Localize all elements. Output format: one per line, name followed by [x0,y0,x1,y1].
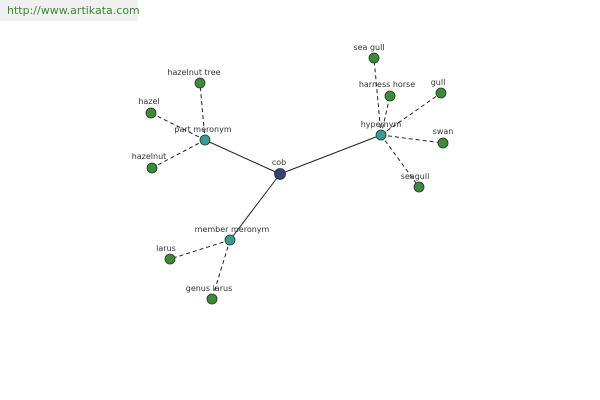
node-label-harness-horse[interactable]: harness horse [359,80,415,89]
node-label-sea-gull-top[interactable]: sea gull [353,43,384,52]
node-label-gull[interactable]: gull [431,78,446,87]
node-gull[interactable] [435,87,447,99]
node-member-meronym[interactable] [224,234,236,246]
node-hazelnut-tree[interactable] [194,77,206,89]
node-seagull[interactable] [413,181,425,193]
edge-cob-part_meronym [204,139,281,175]
edge-part_meronym-hazel [150,112,206,141]
node-hazelnut[interactable] [146,162,158,174]
node-label-part-meronym[interactable]: part meronym [174,125,231,134]
node-swan[interactable] [437,137,449,149]
edges-layer [150,57,444,300]
node-label-member-meronym[interactable]: member meronym [195,225,270,234]
node-label-hazelnut-tree[interactable]: hazelnut tree [167,68,220,77]
node-genus-larus[interactable] [206,293,218,305]
node-label-swan[interactable]: swan [433,127,454,136]
edge-hypernym-swan [380,134,444,144]
node-label-cob[interactable]: cob [272,158,286,167]
node-sea-gull-top[interactable] [368,52,380,64]
node-harness-horse[interactable] [384,90,396,102]
node-hypernym[interactable] [375,129,387,141]
site-url[interactable]: http://www.artikata.com [0,0,140,21]
node-label-hazelnut[interactable]: hazelnut [132,152,167,161]
node-cob[interactable] [274,168,286,180]
edge-part_meronym-hazelnut [151,139,206,169]
edge-hypernym-gull [380,92,442,136]
nodes-layer [145,52,449,305]
edge-cob-hypernym [279,134,382,175]
node-label-larus[interactable]: larus [156,244,176,253]
node-label-hypernym[interactable]: hypernym [361,120,402,129]
labels-layer: cob hypernym part meronym member meronym sea… [132,43,454,293]
edge-hypernym-seagull [380,134,420,188]
edge-part_meronym-hazelnut_tree [199,82,206,141]
edge-member_meronym-genus_larus [211,239,231,300]
node-larus[interactable] [164,253,176,265]
node-label-seagull[interactable]: seagull [401,172,430,181]
node-part-meronym[interactable] [199,134,211,146]
node-hazel[interactable] [145,107,157,119]
edge-hypernym-sea_gull_top [373,57,382,136]
node-label-hazel[interactable]: hazel [138,97,159,106]
node-label-genus-larus[interactable]: genus larus [186,284,233,293]
edge-member_meronym-larus [169,239,231,260]
edge-cob-member_meronym [229,173,281,241]
